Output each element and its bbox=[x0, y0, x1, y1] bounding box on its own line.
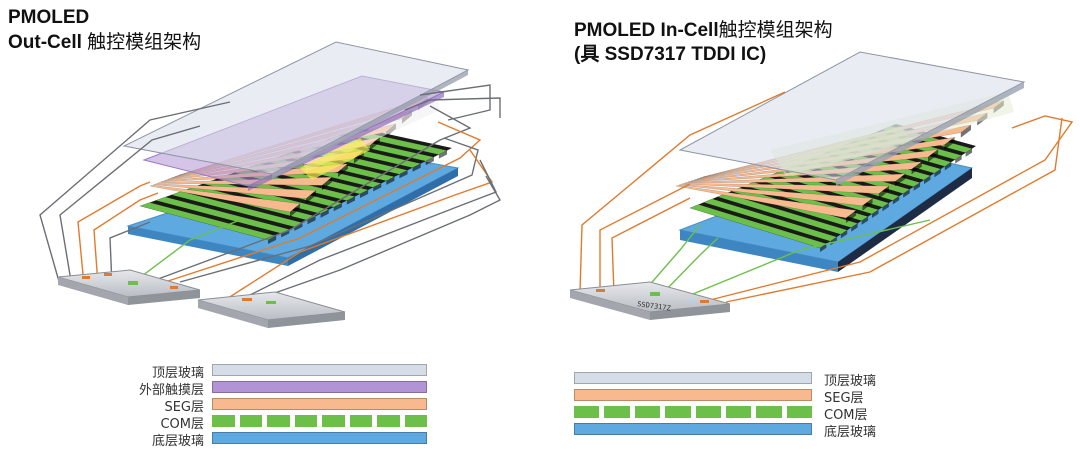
left-seg-stripe-edge bbox=[290, 203, 300, 217]
left-seg-stripe-edge bbox=[306, 190, 316, 204]
left-com-stripe-edge bbox=[386, 176, 395, 185]
left-seg-stripe-edge bbox=[322, 177, 332, 191]
right-com-stripe-edge bbox=[840, 230, 848, 239]
right-title-line2: (具 SSD7317 TDDI IC) bbox=[574, 44, 767, 65]
legend-swatch bbox=[212, 432, 427, 444]
legend-com-block bbox=[377, 415, 400, 427]
legend-swatch-com bbox=[212, 415, 427, 427]
left-chip-com-seg bbox=[57, 269, 201, 305]
right-seg-stripe-edge bbox=[928, 149, 939, 162]
legend-com-block bbox=[695, 406, 721, 418]
right-seg-stripe-edge bbox=[944, 137, 955, 150]
left-com-stripe-edge bbox=[294, 222, 303, 231]
left-com-stripe-edge bbox=[320, 209, 329, 218]
left-diagram-title: PMOLED Out-Cell 触控模组架构 bbox=[8, 6, 201, 55]
legend-swatch bbox=[212, 364, 427, 376]
right-title-line1-en: PMOLED In-Cell bbox=[574, 20, 719, 41]
right-top-glass-layer bbox=[678, 51, 1026, 186]
left-title-line2-cn: 触控模组架构 bbox=[87, 31, 202, 53]
legend-swatch-com bbox=[574, 406, 812, 418]
right-com-stripe-edge bbox=[872, 209, 879, 218]
legend-label: COM层 bbox=[824, 408, 868, 423]
legend-com-block bbox=[239, 415, 262, 427]
right-com-stripe-edge bbox=[903, 189, 910, 198]
right-wires bbox=[579, 91, 1074, 303]
right-com-stripe-edge bbox=[944, 162, 952, 171]
right-chip-ssd7317: SSD7317Z bbox=[569, 281, 731, 320]
right-com-stripe-edge bbox=[882, 202, 889, 212]
left-com-stripe-edge bbox=[307, 216, 316, 225]
legend-com-block bbox=[725, 406, 752, 418]
left-com-stripe-edge bbox=[412, 163, 421, 172]
left-top-glass-layer bbox=[122, 41, 470, 179]
left-com-stripe-edge bbox=[360, 189, 369, 198]
legend-label: 底层玻璃 bbox=[151, 434, 204, 449]
legend-com-block bbox=[604, 406, 630, 418]
legend-label: SEG层 bbox=[824, 391, 864, 406]
left-seg-stripe-edge bbox=[338, 163, 348, 177]
legend-label: 顶层玻璃 bbox=[824, 374, 877, 389]
legend-swatch bbox=[212, 398, 427, 410]
right-com-stripe-edge bbox=[892, 196, 900, 205]
left-title-line2: Out-Cell 触控模组架构 bbox=[8, 30, 201, 55]
right-diagram-title: PMOLED In-Cell触控模组架构 (具 SSD7317 TDDI IC) bbox=[574, 18, 833, 67]
legend-com-block bbox=[786, 406, 812, 418]
right-com-stripe-edge bbox=[861, 216, 869, 225]
left-title-line1: PMOLED bbox=[8, 7, 90, 28]
left-wires bbox=[39, 84, 501, 301]
left-title-line2-en: Out-Cell bbox=[8, 32, 88, 53]
right-title-line1: PMOLED In-Cell触控模组架构 bbox=[574, 18, 833, 43]
legend-com-block bbox=[574, 406, 600, 418]
right-seg-stripe-edge bbox=[862, 198, 873, 211]
left-com-stripe-edge bbox=[438, 150, 448, 159]
left-com-stripe-edge bbox=[373, 183, 382, 192]
left-com-stripe-edge bbox=[399, 170, 408, 179]
legend-swatch bbox=[574, 389, 812, 401]
legend-label: 外部触摸层 bbox=[138, 383, 204, 398]
right-seg-stripe-edge bbox=[895, 173, 906, 187]
right-com-stripe-edge bbox=[934, 168, 941, 178]
left-com-stripe-edge bbox=[333, 203, 342, 212]
legend-com-block bbox=[756, 406, 782, 418]
right-seg-stripe-edge bbox=[911, 161, 922, 175]
legend-swatch bbox=[212, 381, 427, 393]
left-com-stripe-edge bbox=[346, 196, 356, 205]
legend-com-block bbox=[404, 415, 427, 427]
right-com-stripe-edge bbox=[965, 148, 973, 157]
left-com-stripe-edge bbox=[268, 235, 277, 244]
left-com-stripe-edge bbox=[425, 157, 434, 166]
right-com-stripe-edge bbox=[851, 223, 858, 232]
legend-com-block bbox=[267, 415, 290, 427]
left-seg-stripe-edge bbox=[370, 137, 380, 151]
legend-com-block bbox=[322, 415, 345, 427]
right-com-stripe-edge bbox=[913, 182, 921, 191]
legend-label: COM层 bbox=[160, 417, 204, 432]
left-seg-highlight bbox=[300, 138, 370, 180]
legend-label: 顶层玻璃 bbox=[151, 366, 204, 381]
right-title-line1-cn: 触控模组架构 bbox=[718, 19, 833, 41]
legend-com-block bbox=[665, 406, 691, 418]
legend-swatch bbox=[574, 423, 812, 435]
legend-com-block bbox=[294, 415, 317, 427]
right-com-stripe-edge bbox=[955, 155, 962, 164]
right-stack-diagram: SSD7317Z bbox=[569, 51, 1074, 320]
right-com-stripe-edge bbox=[820, 243, 827, 252]
legend-swatch bbox=[574, 372, 812, 384]
left-stack-diagram bbox=[39, 41, 501, 328]
right-seg-stripe-edge bbox=[846, 210, 857, 223]
legend-com-block bbox=[349, 415, 372, 427]
right-seg-stripe-edge bbox=[960, 125, 971, 138]
left-chip-touch bbox=[197, 291, 346, 328]
right-com-stripe-edge bbox=[924, 175, 931, 184]
legend-label: 底层玻璃 bbox=[824, 425, 877, 440]
right-seg-stripe-edge bbox=[878, 186, 889, 199]
legend-label: SEG层 bbox=[164, 400, 204, 415]
legend-com-block bbox=[212, 415, 235, 427]
legend-com-block bbox=[634, 406, 661, 418]
